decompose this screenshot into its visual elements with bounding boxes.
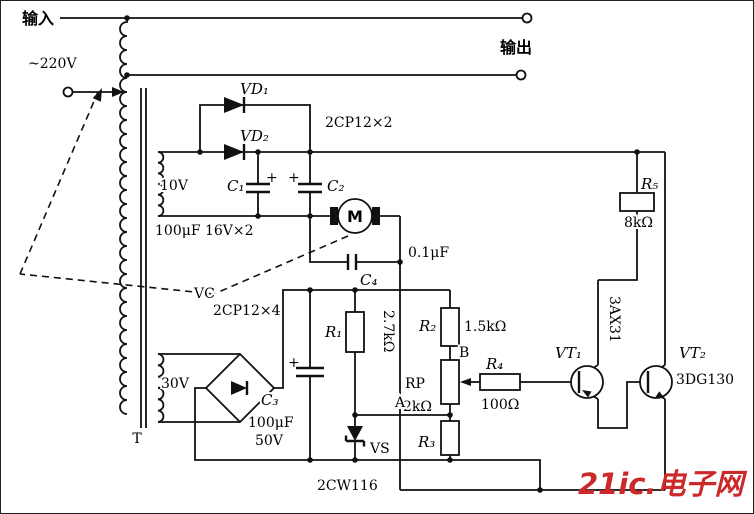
vt2-label: VT₂ (679, 344, 706, 362)
diode-vd2 (224, 144, 246, 160)
components (204, 97, 673, 456)
vt1-label: VT₁ (555, 344, 582, 362)
output-label: 输出 (500, 38, 532, 57)
input-terminal (62, 86, 74, 98)
r4-value-label: 100Ω (481, 397, 519, 413)
c4-value-label: 0.1μF (408, 245, 449, 261)
rp-value-label: 2kΩ (403, 399, 432, 415)
output-terminal-top (521, 12, 533, 24)
c1-label: C₁ (227, 177, 245, 195)
vt1-emitter-arrow (582, 390, 592, 398)
capacitor-c4 (346, 254, 358, 270)
vd1-label: VD₁ (240, 80, 269, 98)
winding-30v-label: 30V (161, 376, 190, 392)
junction-dots (124, 15, 640, 493)
transistor-vt1 (570, 365, 604, 399)
secondary-winding-10v (157, 151, 165, 217)
output-terminal-bottom (515, 69, 527, 81)
core (140, 88, 147, 428)
terminals (62, 12, 533, 98)
vt2-type-label: 3DG130 (676, 372, 734, 388)
node-b-label: B (459, 345, 469, 361)
r2-value-label: 1.5kΩ (464, 319, 506, 335)
mains-voltage-label: ~220V (28, 56, 77, 72)
c2-plus-sign: + (288, 170, 300, 186)
variac-arrowhead (92, 88, 102, 102)
r3-label: R₃ (417, 433, 435, 451)
input-label: 输入 (22, 9, 54, 28)
transistor-vt2 (639, 365, 673, 399)
primary-winding (119, 18, 128, 415)
vd2-label: VD₂ (240, 127, 269, 145)
c3-voltage-label: 50V (255, 433, 284, 449)
r1-value-label: 2.7kΩ (380, 310, 396, 352)
resistor-r4 (479, 373, 521, 391)
vs-type-label: 2CW116 (317, 478, 378, 494)
r5-value-label: 8kΩ (624, 215, 653, 231)
c3-value-label: 100μF (248, 415, 294, 431)
vc-label: VC (193, 286, 215, 302)
winding-10v-label: 10V (160, 178, 189, 194)
r1-label: R₁ (324, 323, 342, 341)
r5-label: R₅ (640, 175, 658, 193)
r4-label: R₄ (485, 355, 503, 373)
diode-vd1 (224, 97, 246, 113)
resistor-r2 (440, 307, 460, 347)
input-arrowhead (112, 87, 124, 97)
potentiometer-rp (440, 359, 471, 405)
servo-mechanical-link (19, 88, 349, 295)
resistor-r3 (440, 420, 460, 456)
capacitor-c2 (298, 182, 322, 194)
watermark: 21ic.电子网 (578, 467, 748, 501)
vd-type-label: 2CP12×2 (325, 115, 393, 131)
transformer-label: T (132, 431, 142, 447)
vs-label: VS (369, 441, 390, 457)
rp-label: RP (405, 376, 425, 392)
zener-vs (344, 426, 366, 447)
c3-label: C₃ (261, 391, 279, 409)
c4-label: C₄ (360, 271, 378, 289)
node-a-label: A (394, 395, 406, 411)
secondary-winding-30v (157, 353, 165, 423)
c3-plus-sign: + (288, 355, 300, 371)
resistor-r5 (619, 192, 655, 212)
bridge-rectifier (204, 352, 276, 424)
bridge-type-label: 2CP12×4 (213, 303, 281, 319)
capacitor-c1 (246, 182, 270, 194)
resistor-r1 (345, 311, 365, 353)
wiper-arrowhead (460, 378, 471, 386)
vt2-emitter-arrow (655, 391, 665, 399)
motor (330, 198, 380, 234)
c12-value-label: 100μF 16V×2 (155, 223, 254, 239)
c1-plus-sign: + (266, 170, 278, 186)
motor-label: M (347, 207, 363, 226)
transformer (119, 18, 165, 428)
vt1-type-label: 3AX31 (606, 296, 622, 343)
c2-label: C₂ (327, 177, 345, 195)
labels: 输入 输出 ~220V T 10V 30V VD₁ VD₂ 2CP12×2 C₁… (22, 9, 734, 494)
capacitor-c3 (296, 366, 324, 378)
r2-label: R₂ (418, 317, 436, 335)
